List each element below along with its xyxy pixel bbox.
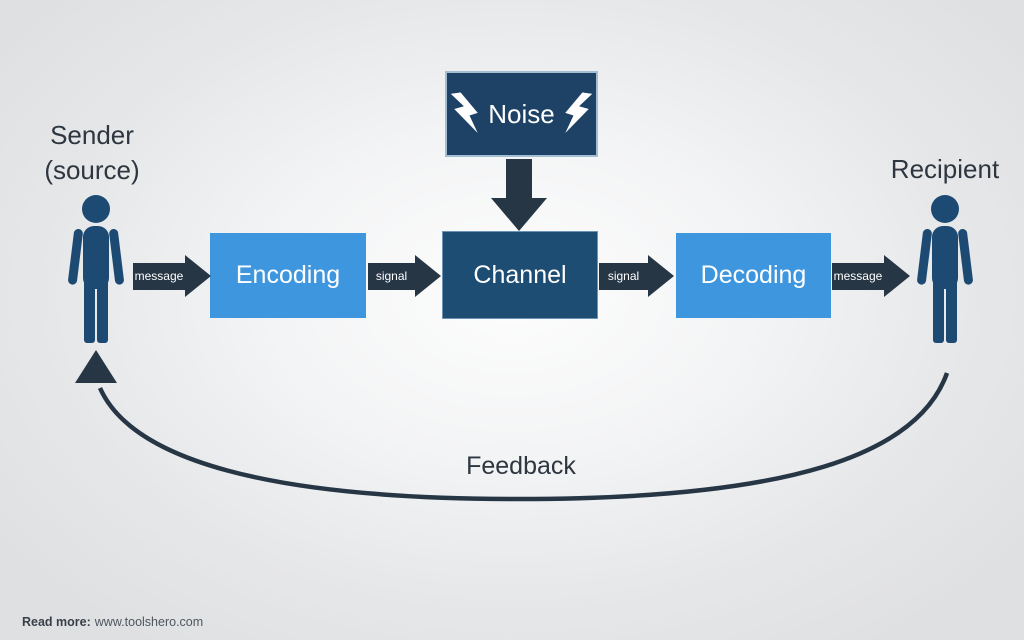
sender-person-icon — [68, 195, 124, 343]
arrow-head-icon — [648, 255, 674, 297]
signal-arrow-channel-to-decoding: signal — [599, 255, 674, 297]
channel-label: Channel — [473, 260, 567, 289]
toolshero-url: www.toolshero.com — [94, 615, 204, 629]
feedback-label: Feedback — [466, 452, 576, 480]
signal-arrow-label: signal — [607, 269, 640, 283]
decoding-box: Decoding — [676, 233, 831, 318]
signal-arrow-body: signal — [599, 262, 648, 290]
channel-box: Channel — [442, 231, 598, 319]
message-arrow-decoding-to-recipient: message — [832, 255, 910, 297]
message-arrow-sender-to-encoding: message — [133, 255, 211, 297]
noise-down-arrow-head — [491, 198, 547, 231]
noise-down-arrow — [491, 159, 547, 231]
sender-label-line2: (source) — [44, 155, 140, 185]
signal-arrow-label: signal — [375, 269, 408, 283]
lightning-icon — [564, 92, 593, 133]
encoding-label: Encoding — [235, 261, 341, 289]
message-arrow-label: message — [134, 269, 184, 283]
sender-label-line1: Sender — [50, 120, 134, 150]
recipient-person-icon — [917, 195, 973, 343]
encoding-box: Encoding — [210, 233, 366, 318]
arrow-head-icon — [884, 255, 910, 297]
noise-down-arrow-body — [506, 159, 532, 198]
lightning-icon — [450, 92, 478, 133]
feedback-arrowhead-icon — [75, 350, 117, 383]
message-arrow-body: message — [832, 262, 884, 290]
arrow-head-icon — [415, 255, 441, 297]
noise-label: Noise — [488, 98, 555, 129]
recipient-label: Recipient — [890, 154, 1000, 184]
message-arrow-body: message — [133, 262, 185, 290]
sender-label: Sender (source) — [7, 118, 177, 188]
message-arrow-label: message — [833, 269, 883, 283]
read-more-label: Read more: — [22, 615, 91, 629]
decoding-label: Decoding — [700, 261, 807, 289]
arrow-head-icon — [185, 255, 211, 297]
footer-read-more: Read more:www.toolshero.com — [22, 615, 203, 629]
signal-arrow-body: signal — [368, 262, 415, 290]
signal-arrow-encoding-to-channel: signal — [368, 255, 441, 297]
noise-box: Noise — [445, 71, 598, 157]
